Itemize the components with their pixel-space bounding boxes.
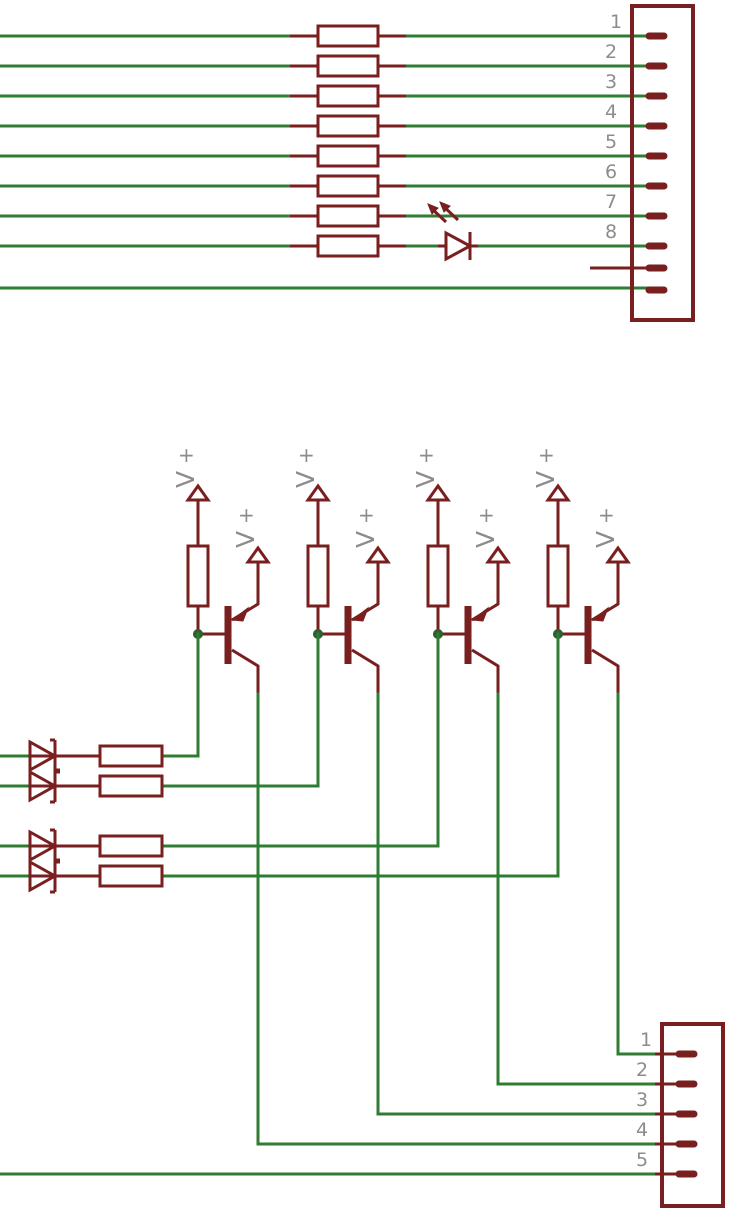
pin-label: 6	[605, 161, 617, 183]
resistor-r8	[290, 234, 406, 258]
diode-d3	[28, 828, 100, 864]
pin-label: 1	[610, 11, 622, 33]
transistor-stage-3: V + V +	[411, 443, 511, 694]
top-resistors	[290, 24, 406, 258]
led-indicator	[427, 201, 478, 262]
resistor-r5	[290, 144, 406, 168]
supply-label: V	[231, 531, 260, 548]
resistor-in-1	[98, 744, 164, 768]
resistor-r7	[290, 204, 406, 228]
pin-label: 4	[636, 1119, 648, 1141]
supply-sign: +	[298, 443, 315, 467]
transistor-stage-1: V + V +	[171, 443, 271, 694]
supply-label: V	[171, 471, 200, 488]
base-wires	[160, 632, 560, 878]
supply-sign: +	[538, 443, 555, 467]
supply-sign: +	[598, 503, 615, 527]
connector-bottom: 1 2 3 4 5	[636, 1022, 725, 1208]
supply-label: V	[291, 471, 320, 488]
resistor-r3	[290, 84, 406, 108]
pin-label: 3	[636, 1089, 648, 1111]
resistor-in-4	[98, 864, 164, 888]
pin-label: 2	[636, 1059, 648, 1081]
pin-label: 2	[605, 41, 617, 63]
pin-label: 5	[636, 1149, 648, 1171]
input-diodes	[28, 738, 100, 894]
resistor-in-3	[98, 834, 164, 858]
connector-top-pins	[645, 32, 668, 294]
supply-label: V	[531, 471, 560, 488]
supply-sign: +	[358, 503, 375, 527]
pin-label: 1	[640, 1029, 652, 1051]
input-wires	[0, 754, 32, 878]
supply-sign: +	[178, 443, 195, 467]
supply-sign: +	[238, 503, 255, 527]
resistor-in-2	[98, 774, 164, 798]
pin-label: 7	[605, 191, 617, 213]
transistor-stage-4: V + V +	[531, 443, 631, 694]
supply-sign: +	[418, 443, 435, 467]
pin-label: 4	[605, 101, 617, 123]
resistor-r1	[290, 24, 406, 48]
pin-label: 8	[605, 221, 617, 243]
connector-top: 1 2 3 4 5 6 7 8	[590, 4, 695, 322]
top-wires	[0, 34, 657, 290]
diode-d1	[28, 738, 100, 774]
pin-label: 3	[605, 71, 617, 93]
resistor-r6	[290, 174, 406, 198]
pin-label: 5	[605, 131, 617, 153]
supply-sign: +	[478, 503, 495, 527]
input-resistors	[98, 744, 164, 888]
diode-d4	[28, 858, 100, 894]
collector-wires	[0, 692, 657, 1176]
resistor-r2	[290, 54, 406, 78]
diode-d2	[28, 768, 100, 804]
transistor-stage-2: V + V +	[291, 443, 391, 694]
supply-label: V	[591, 531, 620, 548]
supply-label: V	[471, 531, 500, 548]
supply-label: V	[411, 471, 440, 488]
supply-label: V	[351, 531, 380, 548]
resistor-r4	[290, 114, 406, 138]
